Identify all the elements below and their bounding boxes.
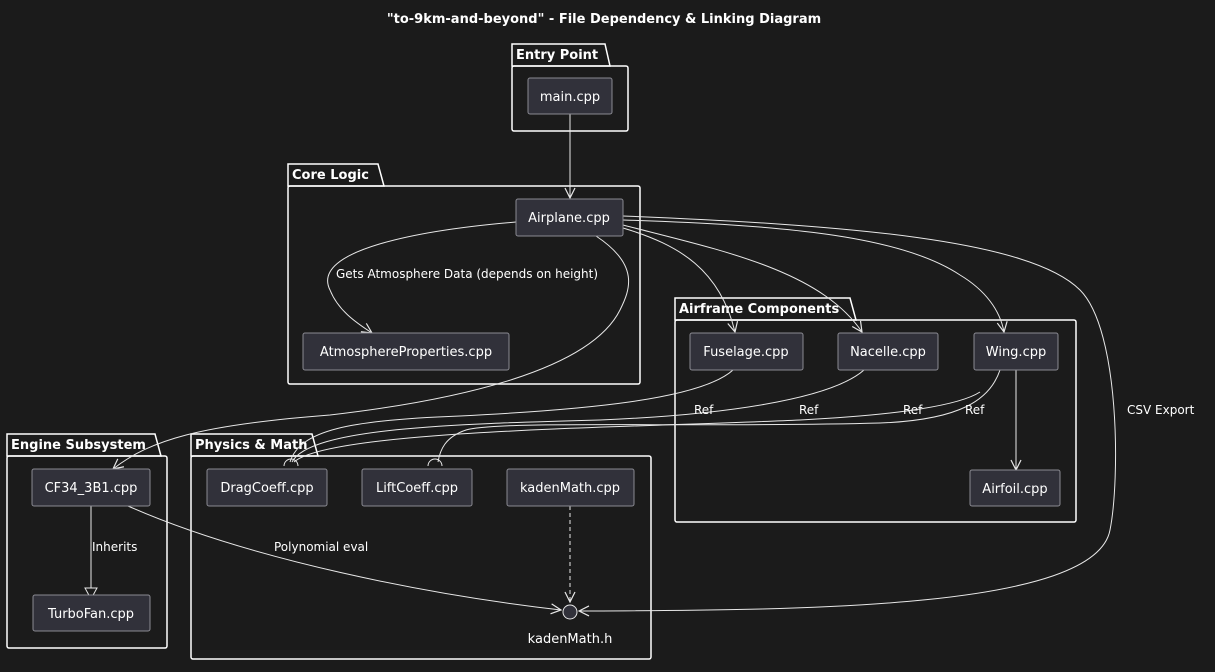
node-label: AtmosphereProperties.cpp xyxy=(320,345,492,360)
drag-socket xyxy=(283,458,299,467)
package-physics-math: Physics & Math xyxy=(190,433,652,660)
node-airfoil[interactable]: Airfoil.cpp xyxy=(969,469,1061,507)
edge-fuselage-drag xyxy=(289,369,734,463)
edge-wing-lift xyxy=(437,369,1001,463)
node-dragcoeff[interactable]: DragCoeff.cpp xyxy=(206,468,328,507)
node-label: Nacelle.cpp xyxy=(850,345,926,360)
edge-airplane-fuselage xyxy=(622,227,735,332)
inheritance-arrowhead xyxy=(84,587,98,601)
edge-airplane-kadenmath-h xyxy=(579,215,1117,611)
label-ref-wing-lift: Ref xyxy=(965,403,985,417)
package-title-physics: Physics & Math xyxy=(195,438,307,453)
diagram-title: "to-9km-and-beyond" - File Dependency & … xyxy=(387,12,821,27)
label-ref-fuselage: Ref xyxy=(694,403,714,417)
edges xyxy=(84,114,1117,611)
node-label: Wing.cpp xyxy=(986,345,1046,360)
node-kadenmath-h[interactable]: kadenMath.h xyxy=(528,604,613,647)
node-label: TurboFan.cpp xyxy=(47,607,134,622)
edge-airplane-cf34 xyxy=(113,235,630,469)
package-entry-point: Entry Point xyxy=(511,43,629,132)
node-label: kadenMath.h xyxy=(528,632,613,647)
edge-airplane-wing xyxy=(622,219,1004,332)
package-title-entry: Entry Point xyxy=(516,48,598,63)
label-atmosphere: Gets Atmosphere Data (depends on height) xyxy=(336,267,598,281)
node-label: kadenMath.cpp xyxy=(520,481,620,496)
node-cf34[interactable]: CF34_3B1.cpp xyxy=(31,468,151,507)
node-label: Airfoil.cpp xyxy=(982,482,1047,497)
edge-wing-drag xyxy=(293,391,981,463)
edge-nacelle-drag xyxy=(291,369,865,463)
package-core-logic: Core Logic xyxy=(287,163,641,385)
node-main[interactable]: main.cpp xyxy=(527,77,613,115)
node-label: Airplane.cpp xyxy=(528,211,610,226)
package-title-engine: Engine Subsystem xyxy=(11,438,146,453)
node-label: Fuselage.cpp xyxy=(703,345,788,360)
node-label: LiftCoeff.cpp xyxy=(376,481,458,496)
node-label: CF34_3B1.cpp xyxy=(45,481,138,496)
package-engine-subsystem: Engine Subsystem xyxy=(6,433,168,649)
node-kadenmath-cpp[interactable]: kadenMath.cpp xyxy=(506,468,635,507)
edge-airplane-atmosphere xyxy=(327,221,517,333)
node-turbofan[interactable]: TurboFan.cpp xyxy=(32,594,151,632)
edge-airplane-nacelle xyxy=(622,224,862,332)
package-airframe-components: Airframe Components xyxy=(674,297,1077,523)
label-inherits: Inherits xyxy=(92,540,137,554)
node-atmosphere[interactable]: AtmosphereProperties.cpp xyxy=(302,332,510,371)
interface-circle-icon xyxy=(562,604,578,620)
node-airplane[interactable]: Airplane.cpp xyxy=(515,198,624,237)
node-fuselage[interactable]: Fuselage.cpp xyxy=(689,332,804,371)
label-ref-wing-drag: Ref xyxy=(903,403,923,417)
lift-socket xyxy=(427,458,443,467)
node-label: DragCoeff.cpp xyxy=(220,481,313,496)
node-label: main.cpp xyxy=(540,90,600,105)
label-ref-nacelle: Ref xyxy=(799,403,819,417)
package-title-core: Core Logic xyxy=(292,168,369,183)
node-liftcoeff[interactable]: LiftCoeff.cpp xyxy=(361,468,473,507)
label-csv-export: CSV Export xyxy=(1127,403,1195,417)
label-polynomial-eval: Polynomial eval xyxy=(274,540,368,554)
edge-labels: Gets Atmosphere Data (depends on height)… xyxy=(92,267,1195,554)
node-wing[interactable]: Wing.cpp xyxy=(973,332,1059,371)
package-title-airframe: Airframe Components xyxy=(679,302,839,317)
node-nacelle[interactable]: Nacelle.cpp xyxy=(837,332,939,371)
edge-cf34-kadenmath-h xyxy=(127,505,561,610)
